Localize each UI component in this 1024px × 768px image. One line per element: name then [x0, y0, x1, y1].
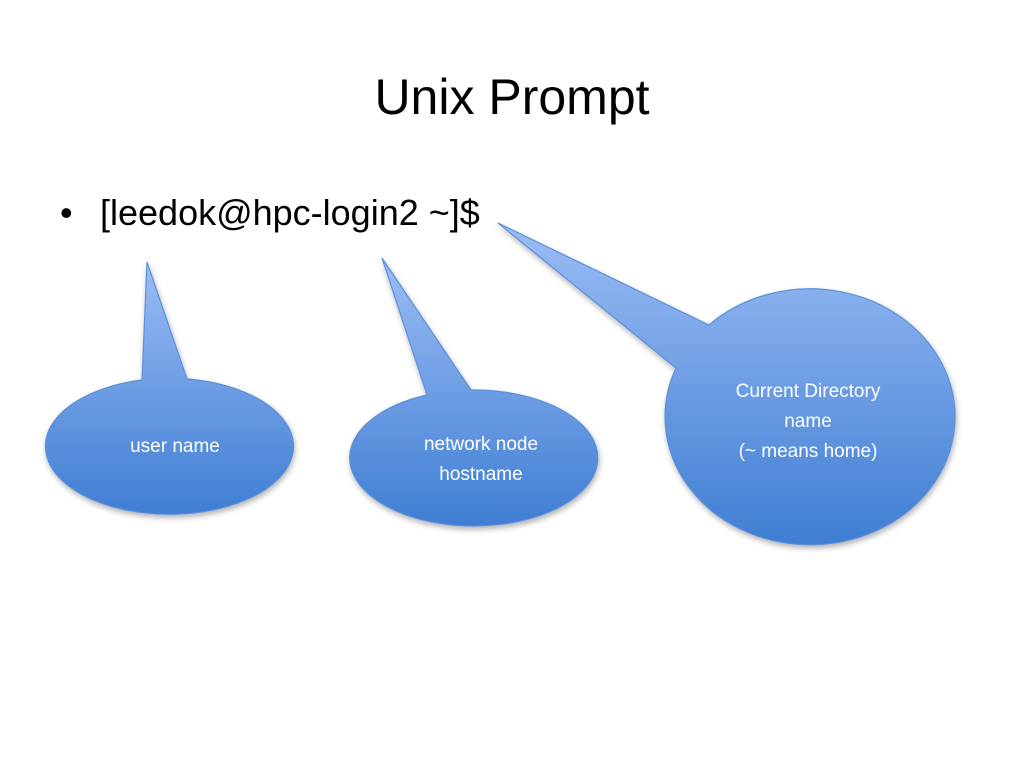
hostname-line-2: hostname [439, 464, 523, 485]
callout-user-name [44, 261, 295, 515]
bullet-marker: • [60, 192, 73, 233]
hostname-line-1: network node [423, 434, 539, 455]
callout-hostname [349, 257, 599, 527]
callout-hostname-label: network node hostname [356, 430, 606, 490]
bullet-item: • [leedok@hpc-login2 ~]$ [60, 188, 480, 238]
callout-user-name-label: user name [50, 432, 300, 462]
callout-directory-label: Current Directory name (~ means home) [663, 377, 953, 467]
user-name-text: user name [130, 436, 220, 457]
directory-line-2: name [784, 411, 832, 432]
prompt-text: [leedok@hpc-login2 ~]$ [100, 192, 480, 233]
directory-line-1: Current Directory [735, 381, 881, 402]
slide-title: Unix Prompt [374, 69, 650, 125]
callout-current-directory [497, 222, 956, 546]
directory-line-3: (~ means home) [738, 441, 878, 462]
